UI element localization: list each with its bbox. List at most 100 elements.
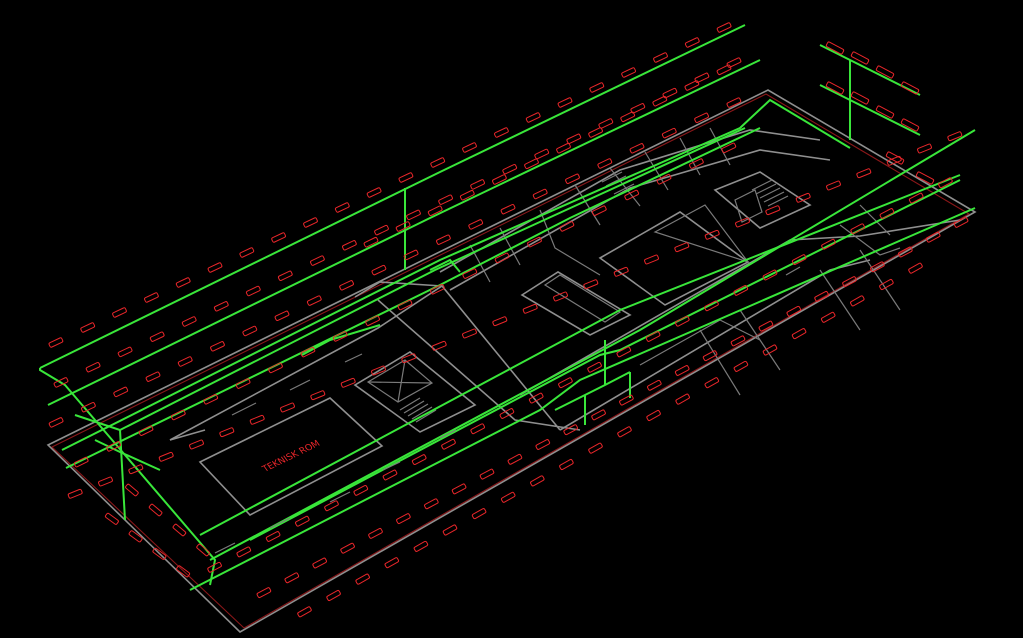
fixture-mark <box>656 174 672 185</box>
fixture-mark <box>825 41 845 55</box>
fixture-mark <box>395 221 411 232</box>
fixture-mark <box>384 557 400 569</box>
fixture-mark <box>621 67 636 78</box>
fixture-mark <box>826 180 841 191</box>
fixture-mark <box>908 262 923 274</box>
fixture-mark <box>694 72 710 83</box>
fixture-mark <box>617 426 632 438</box>
fixture-mark <box>645 331 661 342</box>
fixture-mark <box>274 310 290 321</box>
fixture-mark <box>689 158 704 169</box>
fixture-mark <box>128 530 143 543</box>
fixture-mark <box>48 337 64 348</box>
fixture-mark <box>616 346 632 358</box>
fixture-mark <box>176 565 191 578</box>
fixture-mark <box>249 414 265 425</box>
fixture-mark <box>885 151 905 165</box>
fixture-mark <box>138 425 154 436</box>
fixture-mark <box>850 51 870 65</box>
fixture-mark <box>825 81 845 95</box>
fixture-mark <box>256 587 272 598</box>
fixture-mark <box>312 557 327 569</box>
fixture-mark <box>471 508 487 520</box>
sprinkler-fixtures <box>48 22 969 618</box>
fixture-mark <box>128 464 144 475</box>
right-wing-rooms <box>520 204 750 336</box>
fixture-mark <box>653 52 668 63</box>
fixture-mark <box>401 353 417 364</box>
fixture-mark <box>203 394 219 405</box>
fixture-mark <box>494 127 509 138</box>
fixture-mark <box>879 279 894 290</box>
fixture-mark <box>675 393 690 405</box>
tekisk-rom-room: TEKNISK ROM <box>198 397 384 516</box>
fixture-mark <box>524 158 539 170</box>
fixture-mark <box>587 361 602 373</box>
fixture-mark <box>324 500 339 512</box>
fixture-mark <box>342 240 357 251</box>
fixture-mark <box>716 22 732 33</box>
fixture-mark <box>363 236 379 248</box>
fixture-mark <box>145 371 161 382</box>
fixture-mark <box>158 451 174 462</box>
fixture-mark <box>149 331 165 342</box>
fixture-mark <box>365 315 380 326</box>
fixture-mark <box>492 316 508 327</box>
fixture-mark <box>340 542 355 554</box>
fixture-mark <box>374 224 389 236</box>
fixture-mark <box>613 266 629 277</box>
fixture-mark <box>721 142 737 154</box>
fixture-mark <box>207 561 222 573</box>
fixture-mark <box>758 320 774 332</box>
fixture-mark <box>525 112 541 123</box>
fixture-mark <box>468 219 484 230</box>
fixture-mark <box>589 82 605 93</box>
fixture-mark <box>396 513 411 524</box>
fixture-mark <box>67 488 83 499</box>
fixture-mark <box>306 295 322 306</box>
fixture-mark <box>427 205 443 217</box>
fixture-mark <box>947 131 963 142</box>
fixture-mark <box>953 217 969 228</box>
fixture-mark <box>674 242 690 253</box>
fixture-mark <box>438 194 453 205</box>
fixture-mark <box>702 350 718 362</box>
fixture-mark <box>492 174 507 185</box>
fixture-mark <box>295 515 310 527</box>
fixture-mark <box>125 483 139 497</box>
fixture-mark <box>353 485 369 496</box>
fixture-mark <box>791 254 807 265</box>
fixture-mark <box>73 456 89 468</box>
fixture-mark <box>371 264 387 276</box>
fixture-mark <box>81 402 96 413</box>
fixture-mark <box>500 204 516 215</box>
fixture-mark <box>104 512 119 525</box>
fixture-mark <box>791 328 807 340</box>
fixture-mark <box>462 268 478 279</box>
fixture-mark <box>441 438 456 450</box>
fixture-mark <box>113 386 129 398</box>
building-outline <box>46 89 977 633</box>
fixture-mark <box>507 453 523 465</box>
fixture-mark <box>591 409 606 421</box>
fixture-mark <box>326 590 341 601</box>
fixture-mark <box>310 255 325 266</box>
fixture-mark <box>368 528 383 539</box>
fixture-mark <box>382 469 398 481</box>
fixture-mark <box>646 410 661 421</box>
fixture-mark <box>53 377 69 388</box>
piping-network <box>39 24 976 591</box>
fixture-mark <box>583 279 599 290</box>
fixture-mark <box>559 459 574 470</box>
fixture-mark <box>245 285 261 297</box>
fixture-mark <box>556 142 571 154</box>
fixture-mark <box>406 209 421 221</box>
fixture-mark <box>462 142 477 153</box>
fixture-mark <box>271 232 286 243</box>
fixture-mark <box>675 315 690 327</box>
fixture-mark <box>181 316 197 327</box>
fixture-mark <box>411 454 427 465</box>
fixture-mark <box>239 247 255 258</box>
fixture-mark <box>500 491 516 503</box>
